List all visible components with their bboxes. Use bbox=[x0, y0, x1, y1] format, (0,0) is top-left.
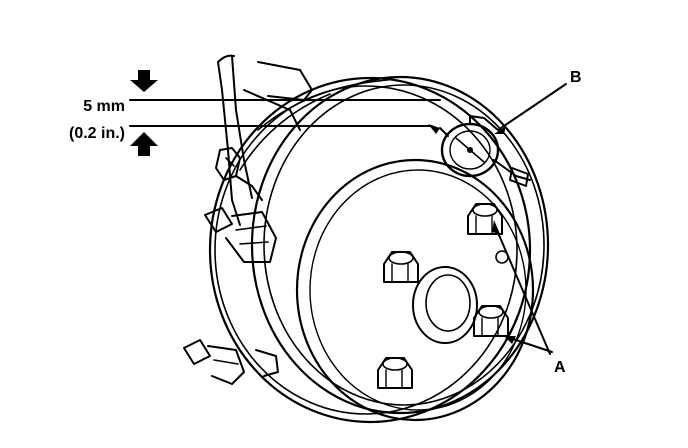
wheel-nut bbox=[473, 305, 509, 337]
callout-b-label: B bbox=[570, 69, 582, 86]
up-arrow-icon bbox=[130, 132, 158, 156]
callout-a-label: A bbox=[554, 359, 566, 376]
down-arrow-icon bbox=[130, 70, 158, 92]
strut-assembly bbox=[215, 54, 313, 226]
wheel-nut bbox=[377, 357, 413, 389]
dial-indicator bbox=[428, 115, 531, 187]
wheel-nut bbox=[467, 203, 503, 235]
measurement-lines bbox=[129, 99, 441, 127]
measure-in-label: (0.2 in.) bbox=[69, 125, 125, 142]
measure-mm-label: 5 mm bbox=[83, 98, 125, 115]
wheel-hub bbox=[295, 158, 535, 422]
lower-caliper-bolt bbox=[183, 339, 279, 385]
wheel-nut bbox=[383, 251, 419, 283]
callout-lines bbox=[492, 83, 567, 355]
